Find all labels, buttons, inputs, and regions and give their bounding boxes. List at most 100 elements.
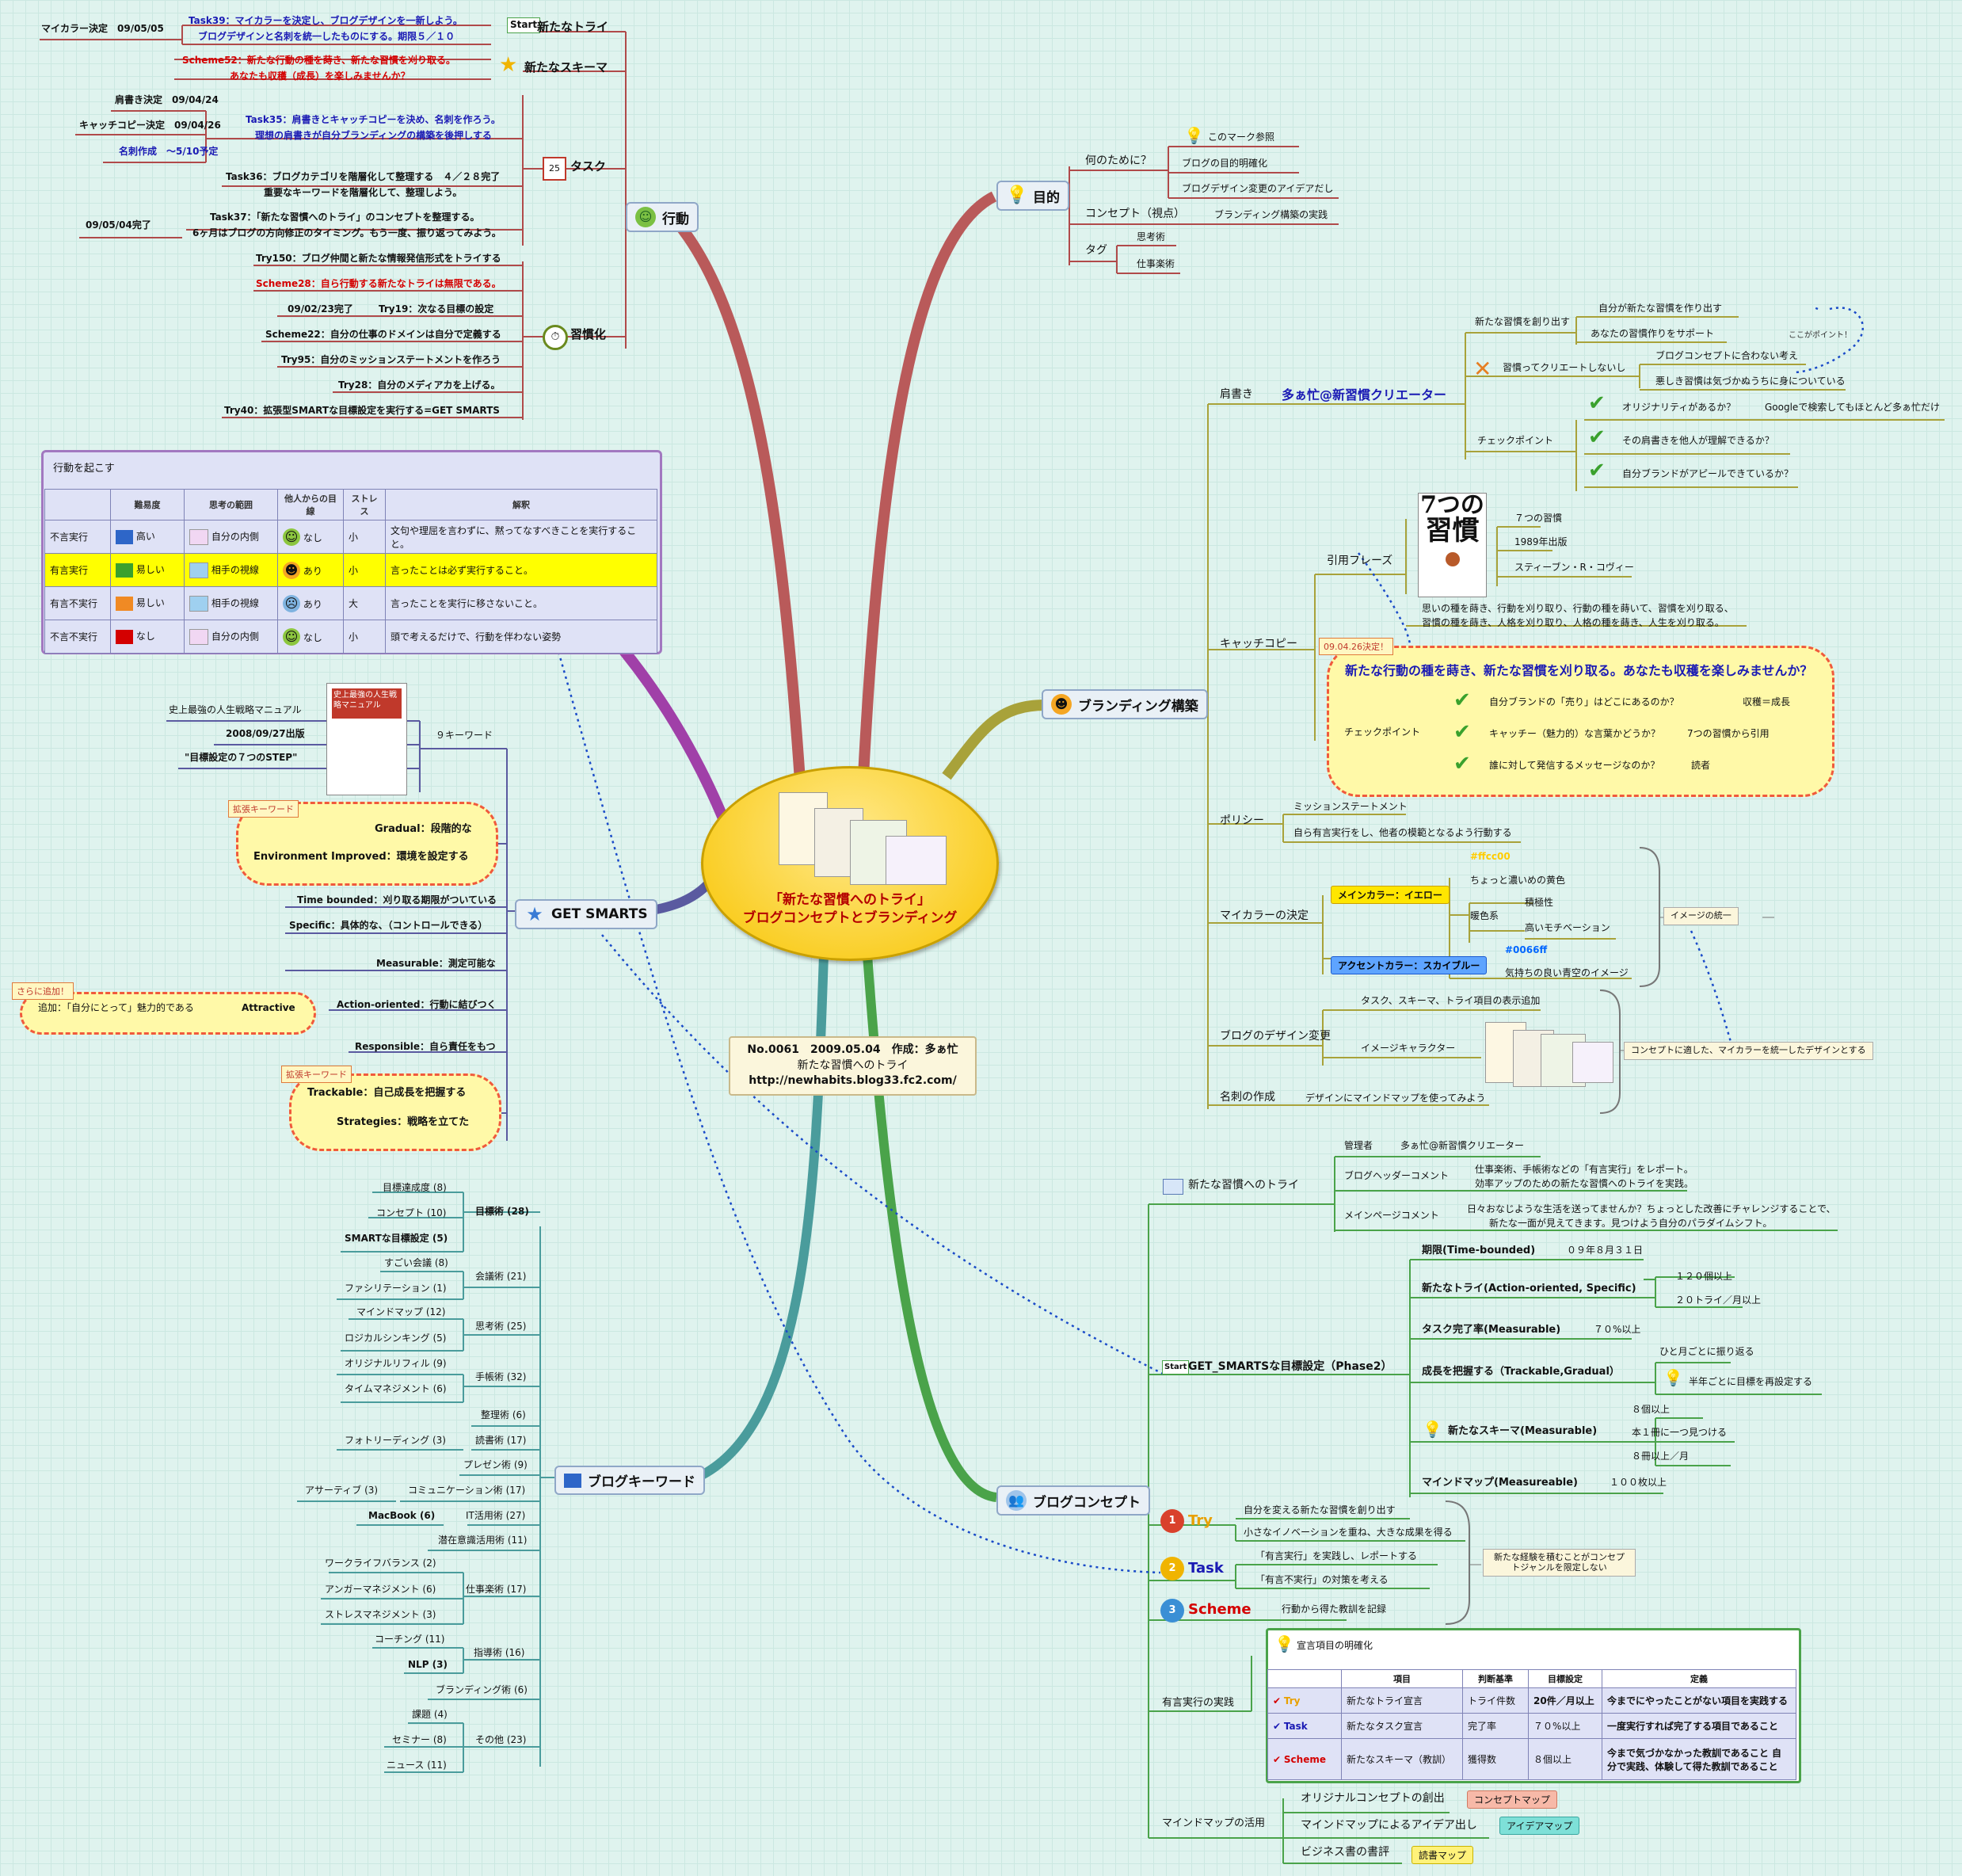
habit-item: Scheme22：自分の仕事のドメインは自分で定義する bbox=[265, 329, 501, 340]
policy-label[interactable]: ポリシー bbox=[1220, 814, 1264, 827]
accent-hex: #0066ff bbox=[1505, 944, 1548, 955]
book-cover-image: 7つの 習慣 bbox=[1418, 493, 1487, 597]
keyword-group[interactable]: 潜在意識活用術 (11) bbox=[438, 1535, 528, 1546]
create-habit[interactable]: 新たな習慣を創り出す bbox=[1475, 316, 1571, 327]
purpose-tag-item: 仕事楽術 bbox=[1137, 258, 1175, 269]
mycolor-label[interactable]: マイカラーの決定 bbox=[1220, 909, 1309, 922]
central-title: 「新たな習慣へのトライ」 ブログコンセプトとブランディング bbox=[742, 892, 958, 926]
table-cell: ☺ なし bbox=[277, 620, 344, 654]
keyword-group[interactable]: 仕事楽術 (17) bbox=[466, 1584, 527, 1595]
checkmark-icon: ✔ bbox=[1453, 688, 1471, 712]
keyword-group[interactable]: 思考術 (25) bbox=[475, 1321, 527, 1332]
topic-label: ブログコンセプト bbox=[1033, 1494, 1141, 1511]
flag-green-icon bbox=[116, 562, 133, 578]
checkpoint-label[interactable]: チェックポイント bbox=[1477, 435, 1554, 446]
ext2-cloud bbox=[289, 1073, 501, 1151]
laughing-icon: ☻ bbox=[283, 561, 300, 579]
task36-line1: Task36：ブログカテゴリを階層化して整理する ４／２８完了 bbox=[226, 171, 501, 182]
book-item: 1989年出版 bbox=[1514, 536, 1568, 547]
table-cell: 一度実行すれば完了する項目であること bbox=[1602, 1713, 1796, 1739]
habit-label[interactable]: 習慣化 bbox=[570, 327, 607, 341]
ext2-item: Trackable：自己成長を把握する bbox=[307, 1087, 467, 1099]
not-create[interactable]: 習慣ってクリエートしないし bbox=[1503, 362, 1626, 373]
purpose-tag[interactable]: タグ bbox=[1085, 244, 1107, 257]
new-try-label[interactable]: 新たなトライ bbox=[537, 20, 609, 34]
info-note: No.0061 2009.05.04 作成：多ぁ忙 新たな習慣へのトライ htt… bbox=[729, 1036, 977, 1096]
task-label[interactable]: Task bbox=[1188, 1560, 1224, 1577]
new-scheme-label[interactable]: 新たなスキーマ bbox=[524, 60, 608, 74]
mm-item: オリジナルコンセプトの創出 bbox=[1301, 1792, 1445, 1805]
ext2-item: Strategies：戦略を立てた bbox=[337, 1116, 470, 1128]
main-item: 暖色系 bbox=[1470, 910, 1499, 921]
mm-item: ビジネス書の書評 bbox=[1301, 1846, 1389, 1859]
mm-tag: コンセプトマップ bbox=[1467, 1790, 1558, 1809]
task-date-1: 肩書き決定 09/04/24 bbox=[115, 94, 219, 105]
task37-line1: Task37：「新たな習慣へのトライ」のコンセプトを整理する。 bbox=[210, 212, 480, 223]
topic-keywords[interactable]: ブログキーワード bbox=[554, 1466, 705, 1495]
table-cell: 自分の内側 bbox=[184, 520, 278, 554]
topic-getsmarts[interactable]: ★ GET SMARTS bbox=[515, 899, 657, 929]
keyword-group[interactable]: 手帳術 (32) bbox=[475, 1371, 527, 1382]
purpose-why-item: ブログの目的明確化 bbox=[1182, 158, 1268, 169]
checkmark-icon: ✔ bbox=[1453, 720, 1471, 744]
topic-purpose[interactable]: 💡 目的 bbox=[996, 181, 1069, 211]
task-label[interactable]: タスク bbox=[570, 159, 607, 173]
design-note: コンセプトに適した、マイカラーを統一したデザインとする bbox=[1624, 1042, 1873, 1060]
topic-label: GET SMARTS bbox=[551, 906, 648, 922]
keyword-group[interactable]: 読書術 (17) bbox=[475, 1435, 527, 1446]
goal-item: マインドマップ(Measureable) bbox=[1422, 1477, 1578, 1489]
check-item: オリジナリティがあるか？ bbox=[1622, 402, 1736, 413]
smarts-item: Time bounded：刈り取る期限がついている bbox=[297, 894, 497, 906]
laughing-icon: ☻ bbox=[1051, 694, 1072, 715]
mycolor-date: マイカラー決定 09/05/05 bbox=[41, 23, 164, 34]
central-topic[interactable]: 「新たな習慣へのトライ」 ブログコンセプトとブランディング bbox=[701, 766, 999, 961]
table-cell: 有言不実行 bbox=[44, 586, 111, 620]
purpose-why[interactable]: 何のために？ bbox=[1085, 154, 1152, 167]
task37-done: 09/05/04完了 bbox=[86, 219, 151, 231]
checkmark-icon: ✔ bbox=[1588, 425, 1606, 449]
topic-concept[interactable]: 👥 ブログコンセプト bbox=[996, 1485, 1150, 1516]
purpose-concept[interactable]: コンセプト（視点） bbox=[1085, 208, 1185, 220]
keyword-group[interactable]: その他 (23) bbox=[475, 1734, 527, 1745]
goal-value: ８個以上 bbox=[1632, 1404, 1671, 1415]
goal-label[interactable]: GET_SMARTSな目標設定（Phase2） bbox=[1188, 1360, 1392, 1373]
keyword-label[interactable]: ９キーワード bbox=[436, 730, 493, 741]
policy-item: 自ら有言実行をし、他者の模範となるよう行動する bbox=[1293, 827, 1512, 838]
keyword-group[interactable]: ブランディング術 (6) bbox=[436, 1684, 528, 1695]
title-label[interactable]: 肩書き bbox=[1220, 388, 1253, 401]
quote-label[interactable]: 引用フレーズ bbox=[1327, 555, 1393, 567]
keyword-group[interactable]: コミュニケーション術 (17) bbox=[408, 1485, 526, 1496]
mm-item: マインドマップによるアイデア出し bbox=[1301, 1819, 1477, 1832]
scheme-label[interactable]: Scheme bbox=[1188, 1601, 1251, 1618]
keyword-group[interactable]: 指導術 (16) bbox=[474, 1647, 525, 1658]
table-cell: ✔ Task bbox=[1267, 1713, 1342, 1739]
keyword-group[interactable]: IT活用術 (27) bbox=[466, 1510, 526, 1521]
main-color-label: メインカラー：イエロー bbox=[1331, 886, 1450, 904]
smarts-item: Responsible：自ら責任をもつ bbox=[355, 1041, 496, 1052]
mm-use-label[interactable]: マインドマップの活用 bbox=[1162, 1817, 1266, 1829]
topic-branding[interactable]: ☻ ブランディング構築 bbox=[1042, 689, 1208, 719]
keyword-group[interactable]: 会議術 (21) bbox=[475, 1271, 527, 1282]
blog-name[interactable]: 新たな習慣へのトライ bbox=[1188, 1179, 1299, 1192]
smarts-item: Action-oriented：行動に結びつく bbox=[337, 999, 497, 1010]
keyword-group[interactable]: プレゼン術 (9) bbox=[463, 1459, 528, 1470]
keyword-group[interactable]: 目標術 (28) bbox=[475, 1206, 529, 1217]
table-header: 目標設定 bbox=[1528, 1669, 1602, 1688]
main-item: ちょっと濃いめの黄色 bbox=[1470, 875, 1566, 886]
topic-action[interactable]: ☺ 行動 bbox=[626, 202, 699, 232]
table-cell: 今までにやったことがない項目を実践する bbox=[1602, 1687, 1796, 1714]
try-label[interactable]: Try bbox=[1188, 1512, 1213, 1529]
table-header: 他人からの目線 bbox=[277, 489, 344, 520]
catch-label[interactable]: キャッチコピー bbox=[1220, 638, 1297, 650]
catch-check-item: 自分ブランドの「売り」はどこにあるのか？ bbox=[1489, 696, 1679, 707]
table-row: 有言不実行 易しい 相手の視線 ☹ あり 大 言ったことを実行に移さないこと。 bbox=[44, 586, 657, 620]
goal-value: １２０個以上 bbox=[1675, 1271, 1733, 1282]
star-icon: ★ bbox=[526, 903, 543, 925]
smiley-icon: ☺ bbox=[283, 627, 300, 646]
card-label[interactable]: 名刺の作成 bbox=[1220, 1091, 1275, 1104]
catch-checkpoint[interactable]: チェックポイント bbox=[1344, 726, 1421, 738]
table-row: ✔ Try 新たなトライ宣言 トライ件数 20件／月以上 今までにやったことがな… bbox=[1267, 1687, 1796, 1714]
practice-label[interactable]: 有言実行の実践 bbox=[1162, 1697, 1235, 1709]
design-label[interactable]: ブログのデザイン変更 bbox=[1220, 1030, 1331, 1043]
practice-table: 項目 判断基準 目標設定 定義 ✔ Try 新たなトライ宣言 トライ件数 20件… bbox=[1267, 1669, 1796, 1780]
